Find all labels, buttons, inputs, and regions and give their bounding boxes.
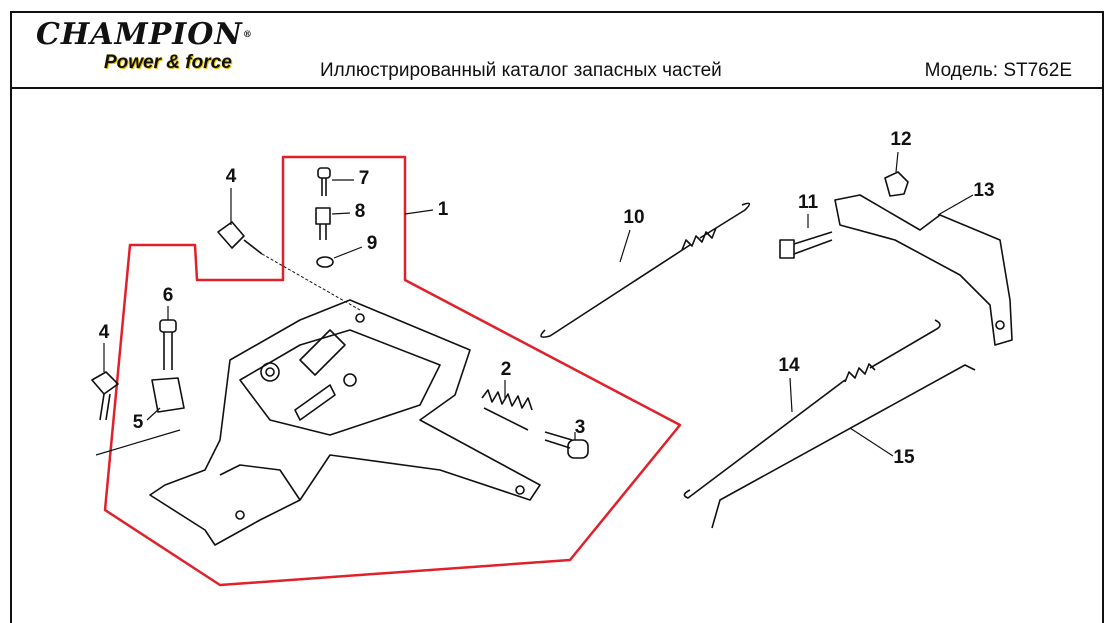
page-frame xyxy=(10,11,1104,623)
spring-part xyxy=(481,389,533,431)
bolt-part xyxy=(217,221,361,311)
assembly-outline xyxy=(103,155,682,587)
header-divider xyxy=(10,87,1102,89)
leader-lines xyxy=(103,151,974,457)
callout-13: 13 xyxy=(973,180,995,201)
callout-15: 15 xyxy=(893,447,915,468)
callout-5: 5 xyxy=(132,412,144,433)
rod-15-part xyxy=(711,364,976,529)
bracket-parts xyxy=(779,171,1013,346)
callout-2: 2 xyxy=(500,359,512,380)
logo-main-text: CHAMPION xyxy=(36,17,243,52)
model-label: Модель: ST762E xyxy=(924,60,1072,81)
logo-reg-mark: ® xyxy=(242,30,253,40)
callout-9: 9 xyxy=(366,233,378,254)
champion-logo: CHAMPION® Power & force xyxy=(36,18,253,74)
callout-4-top: 4 xyxy=(225,166,237,187)
callout-3: 3 xyxy=(574,417,586,438)
callout-7: 7 xyxy=(358,168,370,189)
callout-8: 8 xyxy=(354,201,366,222)
callout-4-left: 4 xyxy=(98,322,110,343)
callout-10: 10 xyxy=(623,207,645,228)
catalog-title: Иллюстрированный каталог запасных частей xyxy=(320,60,722,81)
logo-tagline: Power & force xyxy=(104,52,232,73)
callout-11: 11 xyxy=(797,192,819,213)
callout-1: 1 xyxy=(437,199,449,220)
screw-nut-washer-parts xyxy=(315,167,334,268)
callout-6: 6 xyxy=(162,285,174,306)
left-fastener-parts xyxy=(91,319,185,456)
screw-part xyxy=(544,431,589,459)
rod-14-part xyxy=(683,319,941,499)
callout-14: 14 xyxy=(778,355,800,376)
callout-12: 12 xyxy=(890,129,912,150)
control-bracket-part xyxy=(149,299,541,546)
rod-part xyxy=(540,202,751,338)
